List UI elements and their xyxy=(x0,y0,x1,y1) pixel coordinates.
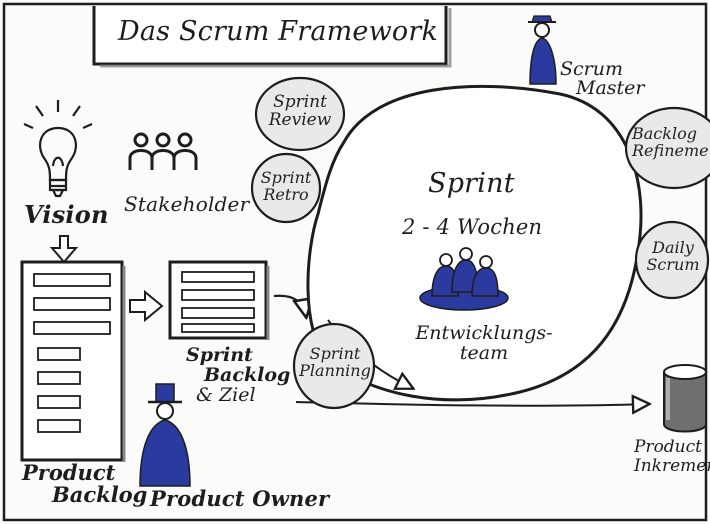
backlog-refinement-bubble xyxy=(624,106,710,190)
daily-scrum-bubble xyxy=(634,220,710,300)
scrum-master-line-1: Scrum xyxy=(560,58,623,80)
stakeholder-label: Stakeholder xyxy=(124,192,250,216)
product-backlog-line-1: Product xyxy=(22,460,116,485)
scrum-master-text: Scrum Master xyxy=(560,60,645,98)
product-owner-figure-icon xyxy=(139,383,191,487)
sprint-review-line-1: Sprint xyxy=(273,92,327,112)
product-owner-label: Product Owner xyxy=(150,486,330,511)
sprint-planning-bubble xyxy=(292,322,376,410)
sprint-cycle-circle xyxy=(306,84,643,402)
sprint-retro-bubble xyxy=(250,152,322,224)
dev-team-line-1: Entwicklungs- xyxy=(415,322,553,344)
product-increment-text: Product Inkremen xyxy=(634,438,710,475)
scrum-master-line-2: Master xyxy=(576,77,645,99)
product-backlog-line-2: Backlog xyxy=(52,482,148,508)
sprint-backlog-line-1: Sprint xyxy=(186,344,253,366)
sprint-review-line-2: Review xyxy=(268,109,332,130)
page-title: Das Scrum Framework xyxy=(118,16,439,47)
backlog-refinement-line-1: Backlog xyxy=(632,124,697,143)
product-increment-line-2: Inkremen xyxy=(634,455,710,476)
stakeholder-group-icon xyxy=(128,132,198,170)
sprint-review-text: Sprint Review xyxy=(262,92,338,130)
daily-scrum-line-1: Daily xyxy=(652,238,694,257)
backlog-refinement-text: Backlog Refineme xyxy=(632,124,710,160)
product-backlog-board xyxy=(20,260,126,462)
dev-team-line-2: team xyxy=(459,341,509,364)
sprint-duration-label: 2 - 4 Wochen xyxy=(402,215,543,239)
sprint-backlog-line-2: Backlog xyxy=(204,363,291,386)
dev-team-figures-icon xyxy=(419,247,509,311)
lightbulb-icon xyxy=(23,100,93,198)
vision-arrow xyxy=(49,235,79,264)
daily-scrum-text: Daily Scrum xyxy=(640,238,706,274)
sprint-backlog-text: Sprint Backlog & Ziel xyxy=(186,344,291,406)
sprint-retro-line-2: Retro xyxy=(263,184,309,204)
daily-scrum-line-2: Scrum xyxy=(646,254,700,274)
sprint-planning-line-2: Planning xyxy=(299,360,371,380)
sprint-backlog-board xyxy=(168,260,270,340)
product-increment-cylinder-icon xyxy=(663,364,707,433)
sprint-review-bubble xyxy=(254,76,346,152)
sprint-planning-line-1: Sprint xyxy=(309,344,361,363)
sprint-backlog-to-planning-arrow xyxy=(273,294,306,316)
vision-label: Vision xyxy=(24,200,109,229)
scrum-master-figure-icon xyxy=(528,15,557,85)
backlog-to-sprint-arrow xyxy=(129,289,164,323)
product-increment-line-1: Product xyxy=(634,437,702,457)
title-box xyxy=(92,6,448,66)
sprint-backlog-line-3: & Ziel xyxy=(196,383,256,406)
product-backlog-text: Product Backlog xyxy=(22,460,148,508)
sprint-retro-line-1: Sprint xyxy=(260,168,312,187)
backlog-refinement-line-2: Refineme xyxy=(632,140,709,160)
sprint-planning-text: Sprint Planning xyxy=(298,344,372,380)
sprint-retro-text: Sprint Retro xyxy=(256,168,316,204)
sprint-label: Sprint xyxy=(428,168,515,199)
dev-team-text: Entwicklungs- team xyxy=(414,322,554,364)
